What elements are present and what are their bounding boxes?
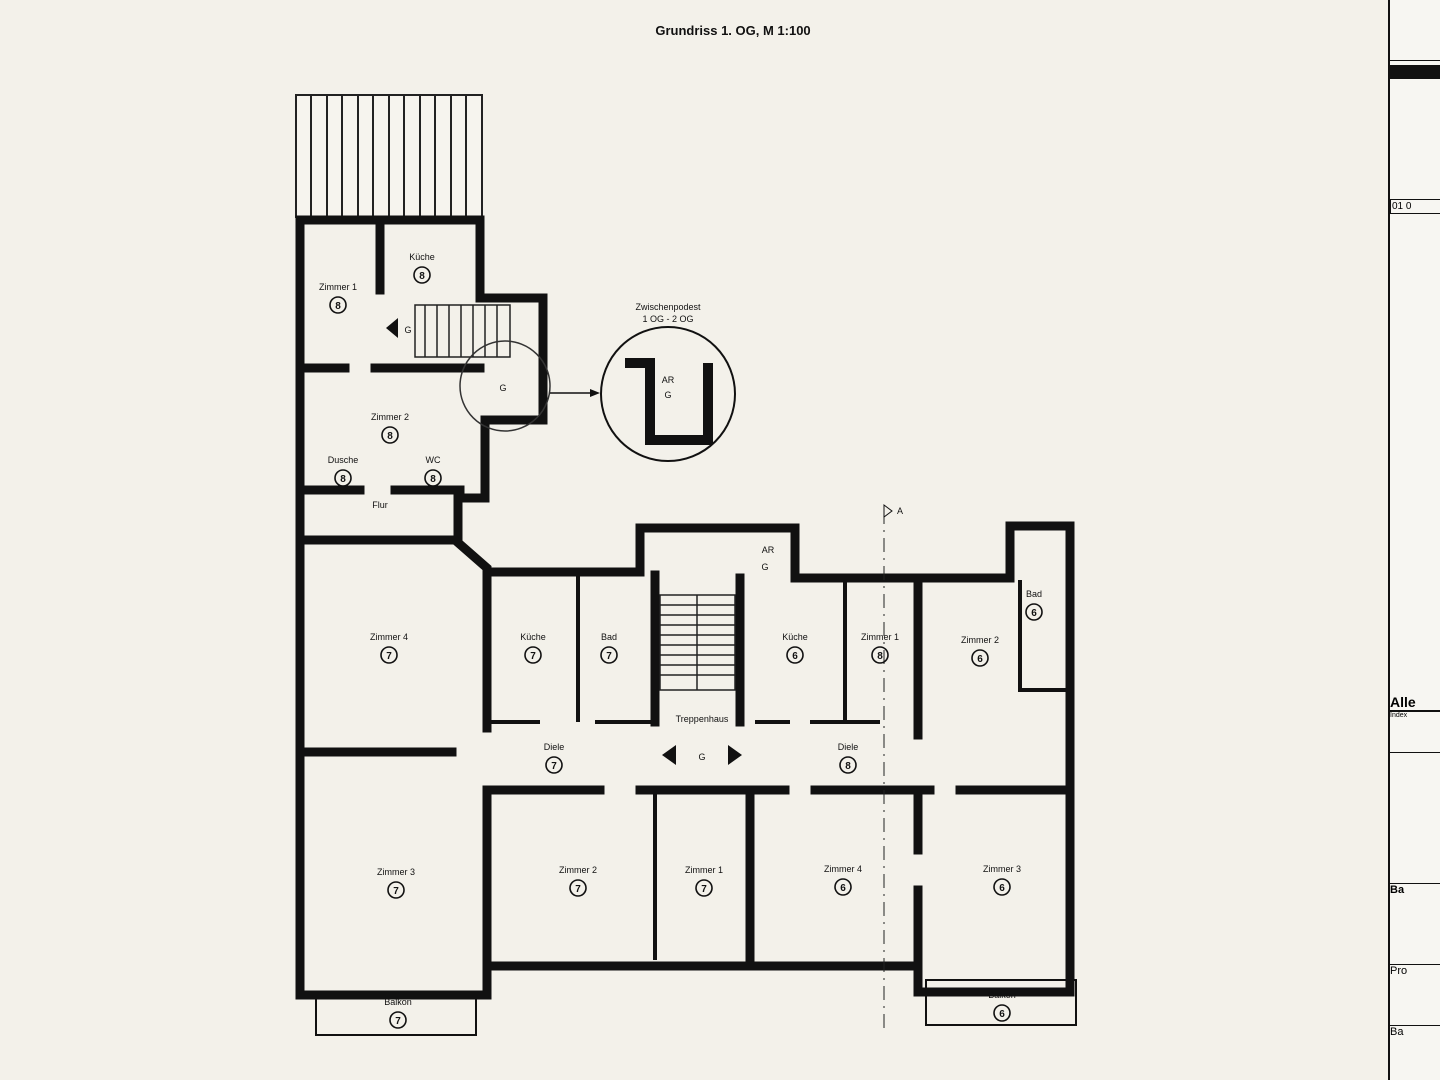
top-unit-zimmer2-number: 8 [387,431,393,442]
right-unit-diele-label: Diele [838,742,859,752]
top-unit-wc-label: WC [426,455,441,465]
right-unit-zimmer1-number: 8 [877,651,883,662]
title-bau2: Ba [1390,1026,1404,1038]
left-unit-zimmer3-label: Zimmer 3 [377,867,415,877]
top-unit-zimmer2-label: Zimmer 2 [371,412,409,422]
top-unit-kueche-number-circle [413,266,431,284]
detail-circle [600,326,736,462]
detail-callout-circle [459,340,551,432]
hatched-terrace [295,94,483,218]
thin-walls [487,575,1068,960]
right-unit-zimmer4-number: 6 [840,883,846,894]
right-unit-balkon-number: 6 [999,1009,1005,1020]
right-unit-zimmer2-label: Zimmer 2 [961,635,999,645]
stairwell-mark: G [698,752,705,762]
right-unit-zimmer3-number-circle [993,878,1011,896]
left-unit-zimmer2-number: 7 [575,884,581,895]
right-unit-balkon-label: Balkon [988,990,1016,1000]
top-unit-kueche-label: Küche [409,252,435,262]
top-unit-g-mark: G [499,383,506,393]
right-unit-zimmer1-label: Zimmer 1 [861,632,899,642]
top-unit-dusche-number-circle [334,469,352,487]
title-all: Alle [1390,694,1440,712]
arrow-right-icon [728,745,742,765]
left-unit-bad-label: Bad [601,632,617,642]
left-unit-zimmer3-number-circle [387,881,405,899]
left-unit-diele-number-circle [545,756,563,774]
detail-title: Zwischenpodest [635,302,701,312]
right-unit-zimmer4-label: Zimmer 4 [824,864,862,874]
left-unit-bad-number-circle [600,646,618,664]
title-index: Index [1390,712,1440,753]
left-unit-zimmer4-number: 7 [386,651,392,662]
detail-mark: G [664,390,671,400]
stairwell-ar-mark: G [761,562,768,572]
right-unit-diele-number: 8 [845,761,851,772]
top-unit-zimmer2-number-circle [381,426,399,444]
left-unit-kueche-label: Küche [520,632,546,642]
left-unit-zimmer3-number: 7 [393,886,399,897]
left-unit-zimmer1-number-circle [695,879,713,897]
left-unit-diele-number: 7 [551,761,557,772]
walls [295,215,1075,1000]
left-unit-zimmer4-label: Zimmer 4 [370,632,408,642]
right-unit-balkon-number-circle [993,1004,1011,1022]
right-unit-kueche-number: 6 [792,651,798,662]
left-unit-balkon-number: 7 [395,1016,401,1027]
right-unit-kueche-label: Küche [782,632,808,642]
right-unit-bad-label: Bad [1026,589,1042,599]
left-unit-balkon-label: Balkon [384,997,412,1007]
right-unit-zimmer1-number-circle [871,646,889,664]
left-unit-balkon-number-circle [389,1011,407,1029]
top-unit-wc-number-circle [424,469,442,487]
top-unit-zimmer1-label: Zimmer 1 [319,282,357,292]
top-unit-dusche-label: Dusche [328,455,359,465]
arrow-left-icon [386,318,398,338]
top-unit-wc-number: 8 [430,474,436,485]
left-unit-kueche-number: 7 [530,651,536,662]
detail-walls [625,358,713,445]
right-unit-zimmer4-number-circle [834,878,852,896]
right-unit-zimmer3-number: 6 [999,883,1005,894]
left-unit-zimmer2-number-circle [569,879,587,897]
detail-room: AR [662,375,675,385]
left-unit-diele-label: Diele [544,742,565,752]
top-unit-stair-mark: G [404,325,411,335]
balkon-right [925,979,1077,1026]
plan-title: Grundriss 1. OG, M 1:100 [655,23,810,38]
left-unit-kueche-number-circle [524,646,542,664]
stairwell-ar: AR [762,545,775,555]
top-unit-zimmer1-number-circle [329,296,347,314]
top-unit-kueche-number: 8 [419,271,425,282]
right-unit-bad-number: 6 [1031,608,1037,619]
right-unit-zimmer2-number-circle [971,649,989,667]
title-pro: Pro [1390,965,1440,1026]
right-unit-zimmer2-number: 6 [977,654,983,665]
left-unit-bad-number: 7 [606,651,612,662]
left-unit-zimmer2-label: Zimmer 2 [559,865,597,875]
top-unit-flur-label: Flur [372,500,388,510]
top-unit-zimmer1-number: 8 [335,301,341,312]
right-unit-zimmer3-label: Zimmer 3 [983,864,1021,874]
arrow-left-icon [662,745,676,765]
right-unit-kueche-number-circle [786,646,804,664]
stairs [414,304,736,691]
right-unit-diele-number-circle [839,756,857,774]
arrow-head-icon [590,389,600,397]
section-label: A [897,506,903,516]
top-unit-dusche-number: 8 [340,474,346,485]
left-unit-zimmer4-number-circle [380,646,398,664]
balkon-left [315,996,477,1036]
section-arrow-icon [883,504,893,518]
right-unit-bad-number-circle [1025,603,1043,621]
detail-subtitle: 1 OG - 2 OG [642,314,693,324]
left-unit-zimmer1-number: 7 [701,884,707,895]
title-block: 01 0 Alle Index Ba Pro Ba [1388,0,1440,1080]
date-box: 01 0 [1390,199,1440,214]
stairwell-label: Treppenhaus [676,714,729,724]
left-unit-zimmer1-label: Zimmer 1 [685,865,723,875]
title-bau: Ba [1390,884,1440,965]
